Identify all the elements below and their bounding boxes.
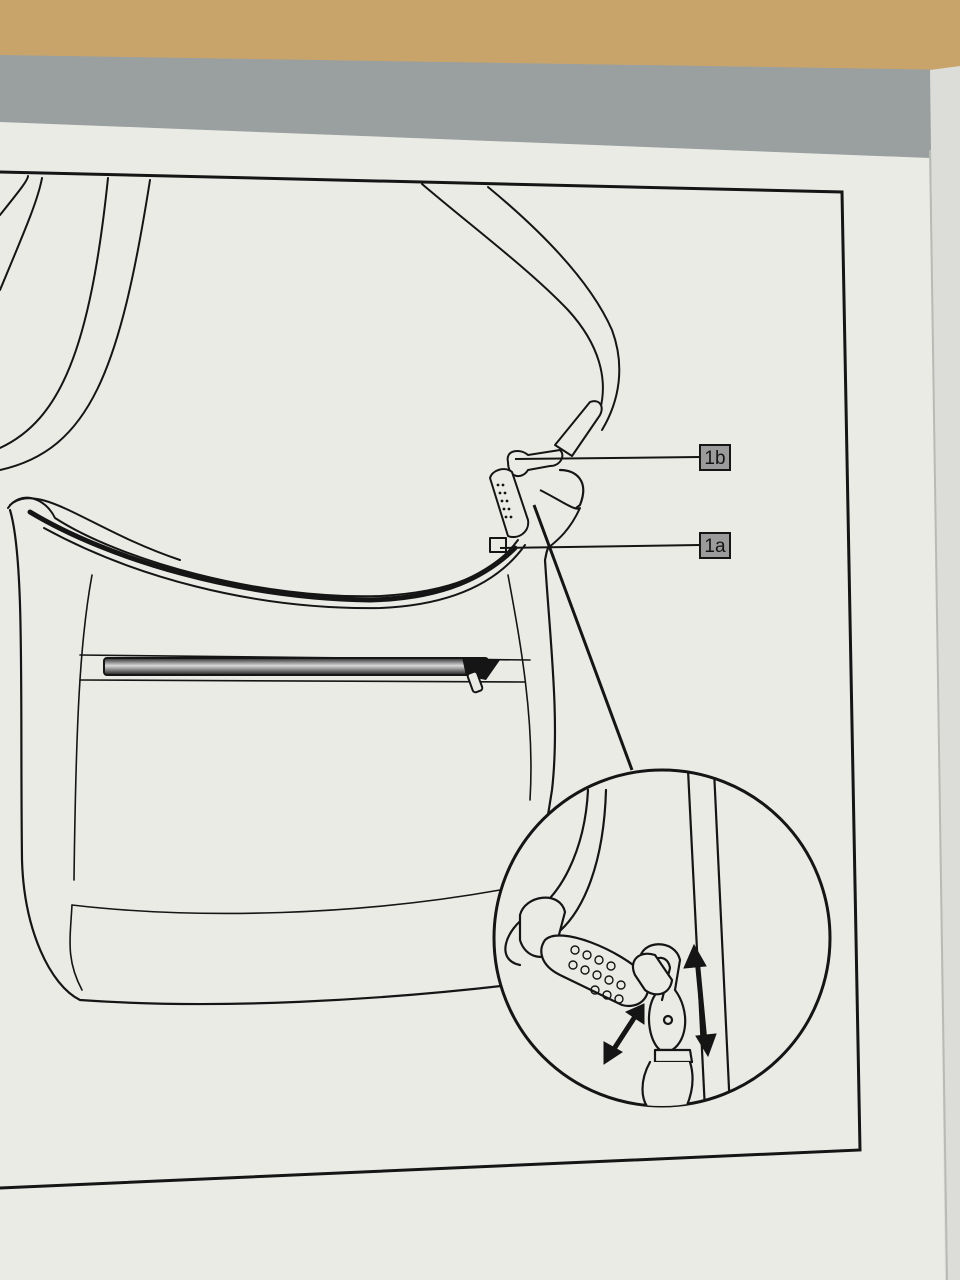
left-strap-line-2 xyxy=(0,177,109,449)
pocket-zipper-tape xyxy=(103,657,489,676)
page-gutter xyxy=(929,149,948,1280)
strap-hardware xyxy=(489,400,603,553)
detail-d-ring xyxy=(631,952,674,996)
diagram-frame xyxy=(0,170,862,1190)
bag-body-left-inner xyxy=(73,574,93,881)
snap-hook-clip xyxy=(506,449,564,478)
bag-bottom-seam xyxy=(71,889,501,915)
page-sheet xyxy=(0,122,950,1280)
leader-detail xyxy=(532,504,634,771)
right-strap-inner xyxy=(487,186,621,431)
bag-bottom-left-curve xyxy=(69,904,83,991)
callout-leaders xyxy=(499,456,701,771)
left-strap-line-3 xyxy=(0,179,151,471)
zipper-pull-icon xyxy=(462,657,500,694)
leader-1a xyxy=(499,544,701,549)
callout-text-1a: 1a xyxy=(704,536,726,557)
pocket-zipper-line-bottom xyxy=(79,679,526,683)
detail-tab-holes xyxy=(568,945,626,1004)
bag-illustration xyxy=(0,175,621,1006)
lower-ring xyxy=(489,537,507,553)
detail-strap-line-right xyxy=(712,770,732,1106)
bag-top-zipper xyxy=(27,509,518,603)
callout-label-1b: 1b xyxy=(699,444,731,471)
bag-top-band-inner xyxy=(43,527,526,610)
right-page-edge xyxy=(930,66,960,1280)
callout-label-1a: 1a xyxy=(699,532,731,559)
detail-view-circle xyxy=(492,768,832,1108)
right-strap-outer xyxy=(421,183,604,411)
leader-1b xyxy=(514,456,701,460)
left-strap-line-1 xyxy=(0,177,43,291)
detail-strap-line-left xyxy=(686,770,707,1106)
tab-perforations xyxy=(496,483,513,519)
strap-buckle-tab xyxy=(489,468,530,538)
strap-tail xyxy=(539,489,581,549)
double-arrow-icon xyxy=(603,943,717,1065)
left-strap-outer xyxy=(0,175,29,216)
strap-loop xyxy=(554,400,603,457)
callout-text-1b: 1b xyxy=(704,448,725,469)
detail-bag-edge-inner xyxy=(553,788,608,937)
bag-back-edge xyxy=(9,497,181,561)
